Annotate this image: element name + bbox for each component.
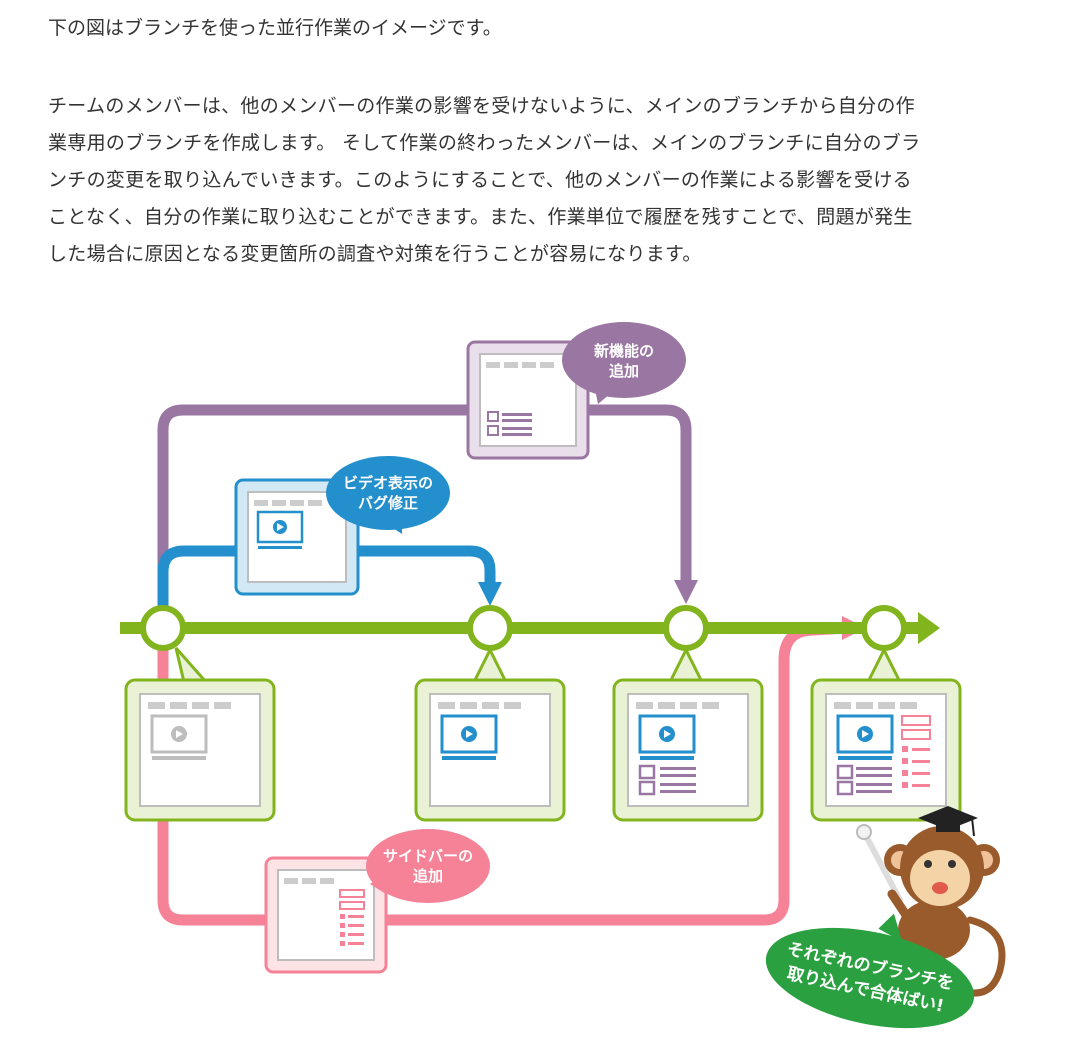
feature-merge-arrow [674, 580, 698, 604]
main-screen-card-merged [810, 646, 962, 822]
bugfix-bubble-line2: バグ修正 [358, 494, 418, 512]
feature-bubble-line1: 新機能の [594, 342, 654, 360]
sidebar-bubble-line2: 追加 [413, 867, 443, 885]
main-branch-arrow [918, 612, 940, 644]
sidebar-bubble-line1: サイドバーの [383, 847, 473, 865]
merge-speech-bubble: それぞれのブランチを 取り込んで合体ばい! [765, 913, 975, 1029]
bugfix-merge-arrow [478, 582, 502, 606]
commit-node-feature [663, 605, 709, 651]
explanation-paragraph: チームのメンバーは、他のメンバーの作業の影響を受けないように、メインのブランチか… [48, 88, 1058, 273]
sidebar-speech-bubble: サイドバーの 追加 [366, 829, 490, 903]
intro-text: 下の図はブランチを使った並行作業のイメージです。 [48, 17, 502, 39]
feature-screen-card [466, 340, 590, 460]
main-screen-card-initial [124, 647, 276, 822]
feature-bubble-line2: 追加 [609, 362, 639, 380]
paragraph-line: ンチの変更を取り込んでいきます。このようにすることで、他のメンバーの作業による影… [48, 169, 912, 191]
sidebar-screen-card [264, 856, 388, 974]
commit-node-sidebar [861, 605, 907, 651]
bugfix-bubble-line1: ビデオ表示の [343, 474, 433, 492]
sidebar-branch-line [157, 622, 847, 926]
commit-node-start [140, 605, 186, 651]
commit-node-bugfix [467, 605, 513, 651]
bugfix-speech-bubble: ビデオ表示の バグ修正 [326, 456, 450, 534]
paragraph-line: 業専用のブランチを作成します。 そして作業の終わったメンバーは、メインのブランチ… [48, 132, 921, 154]
main-screen-card-bugfix [414, 646, 566, 822]
paragraph-line: チームのメンバーは、他のメンバーの作業の影響を受けないように、メインのブランチか… [48, 95, 915, 117]
main-screen-card-feature [612, 646, 764, 822]
paragraph-line: した場合に原因となる変更箇所の調査や対策を行うことが容易になります。 [48, 243, 702, 265]
paragraph-line: ことなく、自分の作業に取り込むことができます。また、作業単位で履歴を残すことで、… [48, 206, 913, 228]
feature-speech-bubble: 新機能の 追加 [562, 322, 686, 404]
bugfix-screen-card [234, 478, 360, 596]
feature-branch-line [157, 404, 692, 628]
